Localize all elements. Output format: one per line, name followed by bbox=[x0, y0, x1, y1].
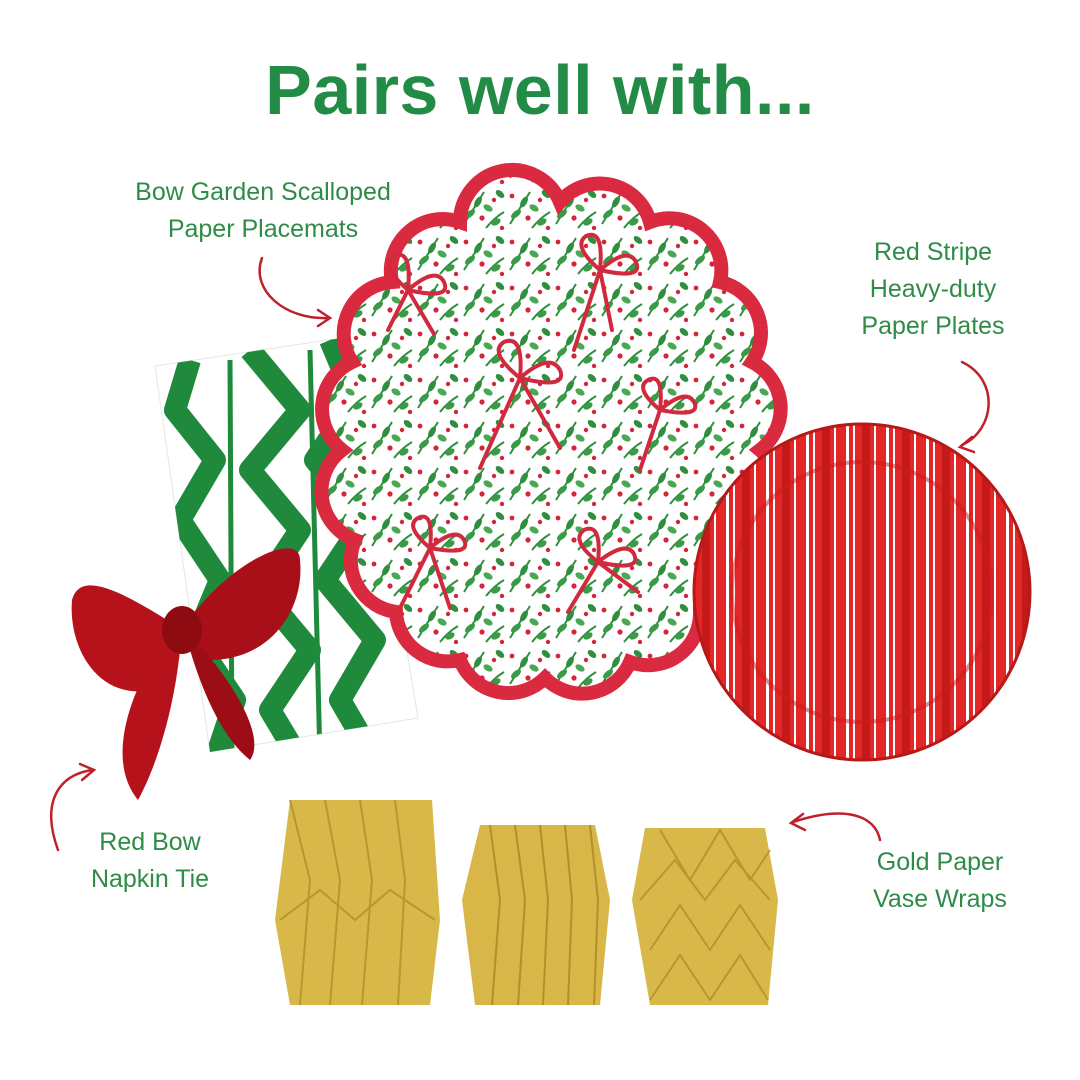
gold-vase-wraps bbox=[275, 799, 778, 1006]
vase-wrap-2 bbox=[462, 824, 610, 1006]
placemats-arrow-icon bbox=[258, 256, 330, 320]
placemats-label: Bow Garden Scalloped Paper Placemats bbox=[118, 174, 408, 248]
vase-wraps-label: Gold Paper Vase Wraps bbox=[850, 844, 1030, 918]
red-velvet-bow bbox=[71, 548, 301, 800]
curved-arrow-icon bbox=[49, 256, 990, 852]
napkin-tie-label-line1: Red Bow bbox=[99, 828, 201, 856]
placemats-label-line1: Bow Garden Scalloped bbox=[135, 178, 391, 206]
plates-label-line3: Paper Plates bbox=[861, 312, 1005, 340]
placemats-label-line2: Paper Placemats bbox=[167, 215, 359, 243]
napkin-tie-label-line2: Napkin Tie bbox=[90, 865, 210, 893]
bow-garden-placemat bbox=[314, 163, 788, 701]
plates-label-line1: Red Stripe bbox=[873, 238, 993, 266]
vase-wraps-label-line2: Vase Wraps bbox=[873, 885, 1007, 913]
plates-label: Red Stripe Heavy-duty Paper Plates bbox=[838, 234, 1028, 345]
vase-wraps-label-line1: Gold Paper bbox=[876, 848, 1004, 876]
page-title: Pairs well with... bbox=[265, 51, 815, 129]
vase-wraps-arrow-icon bbox=[791, 812, 882, 842]
napkin-tie-arrow-icon bbox=[49, 768, 94, 852]
plates-arrow-icon bbox=[960, 360, 990, 447]
vase-wrap-1 bbox=[275, 799, 440, 1006]
napkin-tie-label: Red Bow Napkin Tie bbox=[60, 824, 240, 898]
vase-wrap-3 bbox=[632, 828, 778, 1005]
red-stripe-plate bbox=[692, 422, 1032, 762]
plates-label-line2: Heavy-duty bbox=[869, 275, 997, 303]
